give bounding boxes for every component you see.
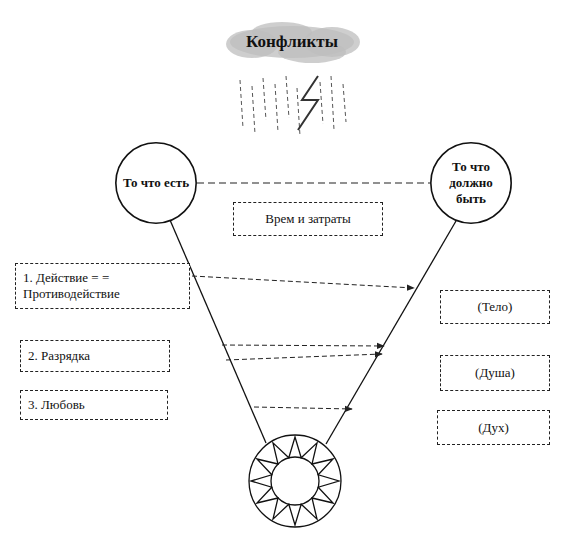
connector-layer [197,183,430,184]
step-box: 2. Разрядка [20,340,170,372]
step-box: 1. Действие = = Противодействие [15,263,190,309]
level-box: (Тело) [440,290,550,324]
rain-stroke [240,80,243,128]
leader-arrow [192,276,414,288]
node-text: (Тело) [478,299,513,315]
node-text: (Дух) [478,420,509,436]
lightning-bolt [298,76,318,130]
node-text: Врем и затраты [265,211,350,227]
leader-arrow [226,354,382,360]
state-circle: То что есть [115,142,197,224]
sun-star [251,437,339,525]
rain-stroke [275,84,278,132]
sun-outer-circle [249,435,341,527]
node-text: 3. Любовь [28,397,85,413]
node-text: Конфликты [222,32,362,52]
node-text: То что есть [113,175,199,191]
v-line-left [170,220,266,443]
rain-stroke [286,76,289,118]
rain-stroke [320,82,323,124]
leader-arrow [222,345,384,346]
level-box: (Дух) [437,410,550,445]
dashed-connector [197,182,430,183]
node-text: 1. Действие = = Противодействие [23,270,189,302]
cloud-node: Конфликты [222,20,362,64]
leader-arrow [254,407,352,409]
rain-stroke [263,78,266,120]
step-box: 3. Любовь [20,390,168,420]
sun-inner-circle [271,457,319,505]
note-box: Врем и затраты [233,202,383,236]
rain-stroke [331,76,334,130]
rain-strokes [240,76,346,136]
circle-outline [431,143,511,223]
level-box: (Душа) [440,355,550,391]
sun-symbol [249,435,341,527]
node-text: То что должно быть [442,159,500,207]
state-circle: То что должно быть [430,142,512,224]
rain-stroke [343,84,346,122]
node-text: 2. Разрядка [28,348,90,364]
node-text: (Душа) [475,365,515,381]
rain-stroke [252,86,255,134]
